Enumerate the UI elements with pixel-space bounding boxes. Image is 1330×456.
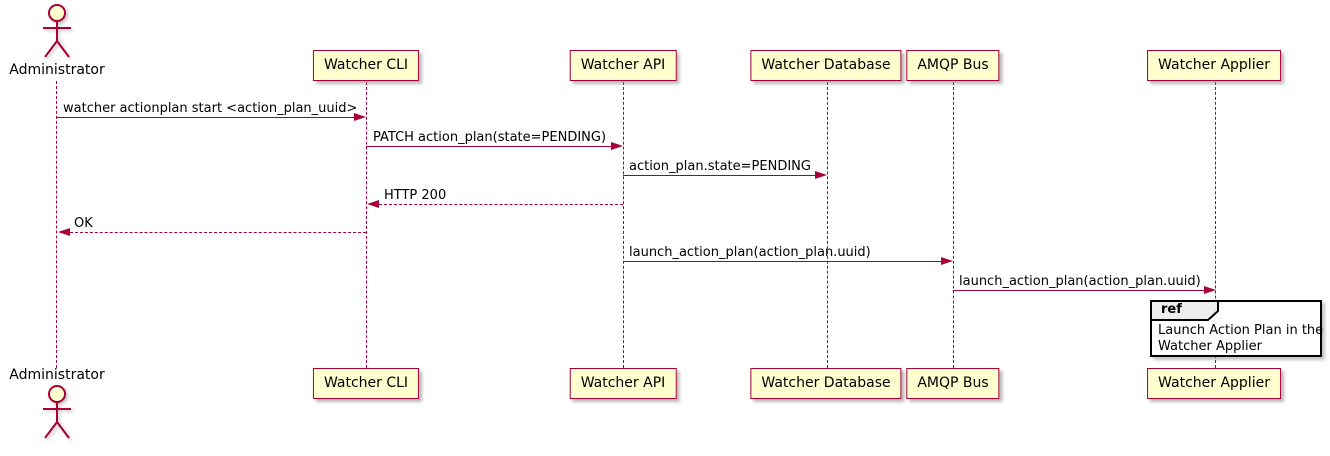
ref-tab-shape <box>1150 300 1219 321</box>
message-label: PATCH action_plan(state=PENDING) <box>373 130 607 145</box>
lifeline-watcher-cli <box>366 82 367 368</box>
message-line <box>623 175 815 176</box>
lifeline-watcher-api <box>623 82 624 368</box>
participant-watcher-database-top: Watcher Database <box>750 50 902 81</box>
message-line <box>953 290 1204 291</box>
lifeline-administrator <box>56 81 57 368</box>
administrator-actor-icon <box>43 4 71 58</box>
message-line <box>70 232 366 233</box>
arrowhead-icon <box>58 228 70 236</box>
ref-text-line1: Launch Action Plan in the <box>1158 323 1324 338</box>
actor-label-bottom: Administrator <box>9 367 105 383</box>
message-label: watcher actionplan start <action_plan_uu… <box>63 101 358 116</box>
participant-watcher-applier-bottom: Watcher Applier <box>1147 368 1281 399</box>
actor-label-top: Administrator <box>9 62 105 78</box>
participant-watcher-api-bottom: Watcher API <box>569 368 677 399</box>
arrowhead-icon <box>367 200 379 208</box>
message-label: launch_action_plan(action_plan.uuid) <box>629 245 871 260</box>
message-label: OK <box>74 216 93 231</box>
administrator-actor-icon <box>43 385 71 439</box>
message-line <box>57 117 354 118</box>
participant-amqp-bus-top: AMQP Bus <box>906 50 1000 81</box>
arrowhead-icon <box>611 142 623 150</box>
participant-amqp-bus-bottom: AMQP Bus <box>906 368 1000 399</box>
message-line <box>379 204 623 205</box>
message-label: HTTP 200 <box>384 188 447 203</box>
message-label: launch_action_plan(action_plan.uuid) <box>959 274 1201 289</box>
arrowhead-icon <box>1204 286 1216 294</box>
participant-watcher-cli-top: Watcher CLI <box>312 50 420 81</box>
arrowhead-icon <box>815 171 827 179</box>
message-line <box>623 261 941 262</box>
message-label: action_plan.state=PENDING <box>629 159 811 174</box>
participant-watcher-applier-top: Watcher Applier <box>1147 50 1281 81</box>
participant-watcher-cli-bottom: Watcher CLI <box>312 368 420 399</box>
lifeline-amqp-bus <box>953 82 954 368</box>
ref-text-line2: Watcher Applier <box>1158 339 1262 354</box>
arrowhead-icon <box>941 257 953 265</box>
arrowhead-icon <box>354 113 366 121</box>
participant-watcher-api-top: Watcher API <box>569 50 677 81</box>
ref-keyword: ref <box>1161 302 1182 317</box>
ref-fragment: ref Launch Action Plan in the Watcher Ap… <box>1150 300 1324 357</box>
participant-watcher-database-bottom: Watcher Database <box>750 368 902 399</box>
lifeline-watcher-applier <box>1215 82 1216 368</box>
lifeline-watcher-database <box>827 82 828 368</box>
message-line <box>366 146 611 147</box>
